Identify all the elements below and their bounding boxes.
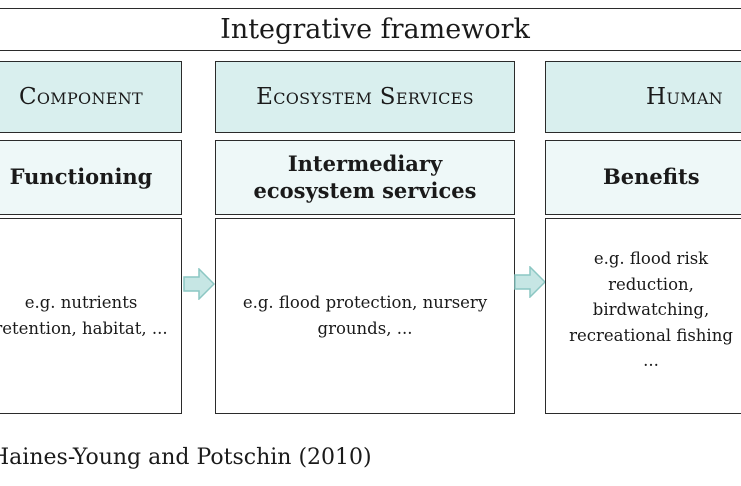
citation: Haines-Young and Potschin (2010) xyxy=(0,445,372,470)
framework-title: Integrative framework xyxy=(0,8,741,51)
services-example-text: e.g. flood protection, nursery grounds, … xyxy=(242,293,488,338)
component-example-box: e.g. nutrients retention, habitat, ... xyxy=(0,218,182,414)
component-example-text: e.g. nutrients retention, habitat, ... xyxy=(0,293,168,338)
benefits-example-text: e.g. flood risk reduction, birdwatching,… xyxy=(569,249,733,371)
intermediary-services-label: Intermediary ecosystem services xyxy=(253,151,477,203)
human-header: Human xyxy=(545,61,741,133)
component-header: Component xyxy=(0,61,182,133)
functioning-box: Functioning xyxy=(0,140,182,215)
human-header-label: Human xyxy=(646,84,723,110)
ecosystem-services-header: Ecosystem Services xyxy=(215,61,515,133)
arrow-right-icon xyxy=(183,268,215,300)
arrow-right-icon xyxy=(514,266,546,298)
benefits-example-box: e.g. flood risk reduction, birdwatching,… xyxy=(545,218,741,414)
benefits-label: Benefits xyxy=(603,164,700,190)
functioning-label: Functioning xyxy=(9,164,153,190)
benefits-box: Benefits xyxy=(545,140,741,215)
services-example-box: e.g. flood protection, nursery grounds, … xyxy=(215,218,515,414)
intermediary-services-box: Intermediary ecosystem services xyxy=(215,140,515,215)
